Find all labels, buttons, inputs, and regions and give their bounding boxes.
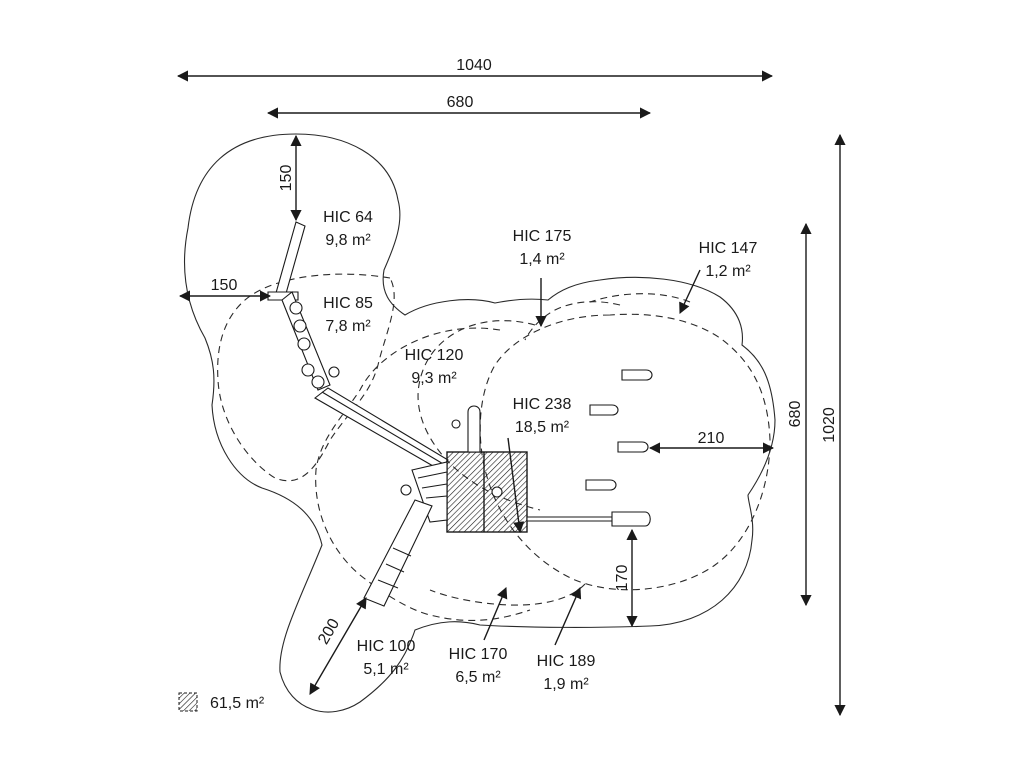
legend-total-area: 61,5 m² [210, 695, 265, 712]
spring-rider-2 [589, 404, 619, 416]
zone-hic-147: HIC 147 [699, 240, 758, 257]
dim-bottom-right: 170 [614, 565, 631, 592]
spring-rider-4 [585, 479, 617, 491]
zone-hic-64: HIC 64 [323, 209, 373, 226]
tower-pole [467, 405, 481, 453]
dim-swing-top: 150 [278, 165, 295, 192]
zone-labels: HIC 64 9,8 m² HIC 85 7,8 m² HIC 120 9,3 … [323, 209, 757, 693]
dimension-lines [176, 70, 846, 717]
chain-bridge [281, 291, 340, 391]
zone-area-189: 1,9 m² [543, 676, 589, 693]
zone-area-120: 9,3 m² [411, 370, 457, 387]
horizontal-bar [526, 516, 616, 522]
tower-platform [446, 451, 528, 533]
swing-beam [275, 221, 306, 298]
spring-rider-3 [617, 441, 649, 453]
dim-spinner-right: 210 [698, 430, 725, 447]
dim-inner-width: 680 [447, 94, 474, 111]
dim-inner-height: 680 [787, 401, 804, 428]
zone-hic-120: HIC 120 [405, 347, 464, 364]
zone-area-64: 9,8 m² [325, 232, 371, 249]
spring-rider-1 [621, 369, 653, 381]
hatched-square-icon [178, 692, 198, 712]
zone-hic-170: HIC 170 [449, 646, 508, 663]
dim-total-height: 1020 [821, 407, 838, 443]
legend: 61,5 m² [178, 692, 265, 712]
lower-slide [363, 499, 433, 607]
zone-hic-100: HIC 100 [357, 638, 416, 655]
zone-hic-85: HIC 85 [323, 295, 373, 312]
impact-zones-dashed [217, 273, 771, 621]
dim-total-width: 1040 [456, 57, 492, 74]
dim-swing-left: 150 [211, 277, 238, 294]
zone-area-238: 18,5 m² [515, 419, 570, 436]
zone-area-100: 5,1 m² [363, 661, 409, 678]
zone-hic-238: HIC 238 [513, 396, 572, 413]
dimension-labels: 1040 680 1020 680 150 150 210 170 200 [211, 57, 838, 648]
zone-area-147: 1,2 m² [705, 263, 751, 280]
zone-hic-189: HIC 189 [537, 653, 596, 670]
zone-area-175: 1,4 m² [519, 251, 565, 268]
zone-area-170: 6,5 m² [455, 669, 501, 686]
zone-hic-175: HIC 175 [513, 228, 572, 245]
zone-area-85: 7,8 m² [325, 318, 371, 335]
equipment [267, 221, 653, 607]
dim-slide-end: 200 [315, 616, 343, 648]
label-pointers [483, 269, 701, 646]
safety-zone-outline [184, 133, 776, 713]
